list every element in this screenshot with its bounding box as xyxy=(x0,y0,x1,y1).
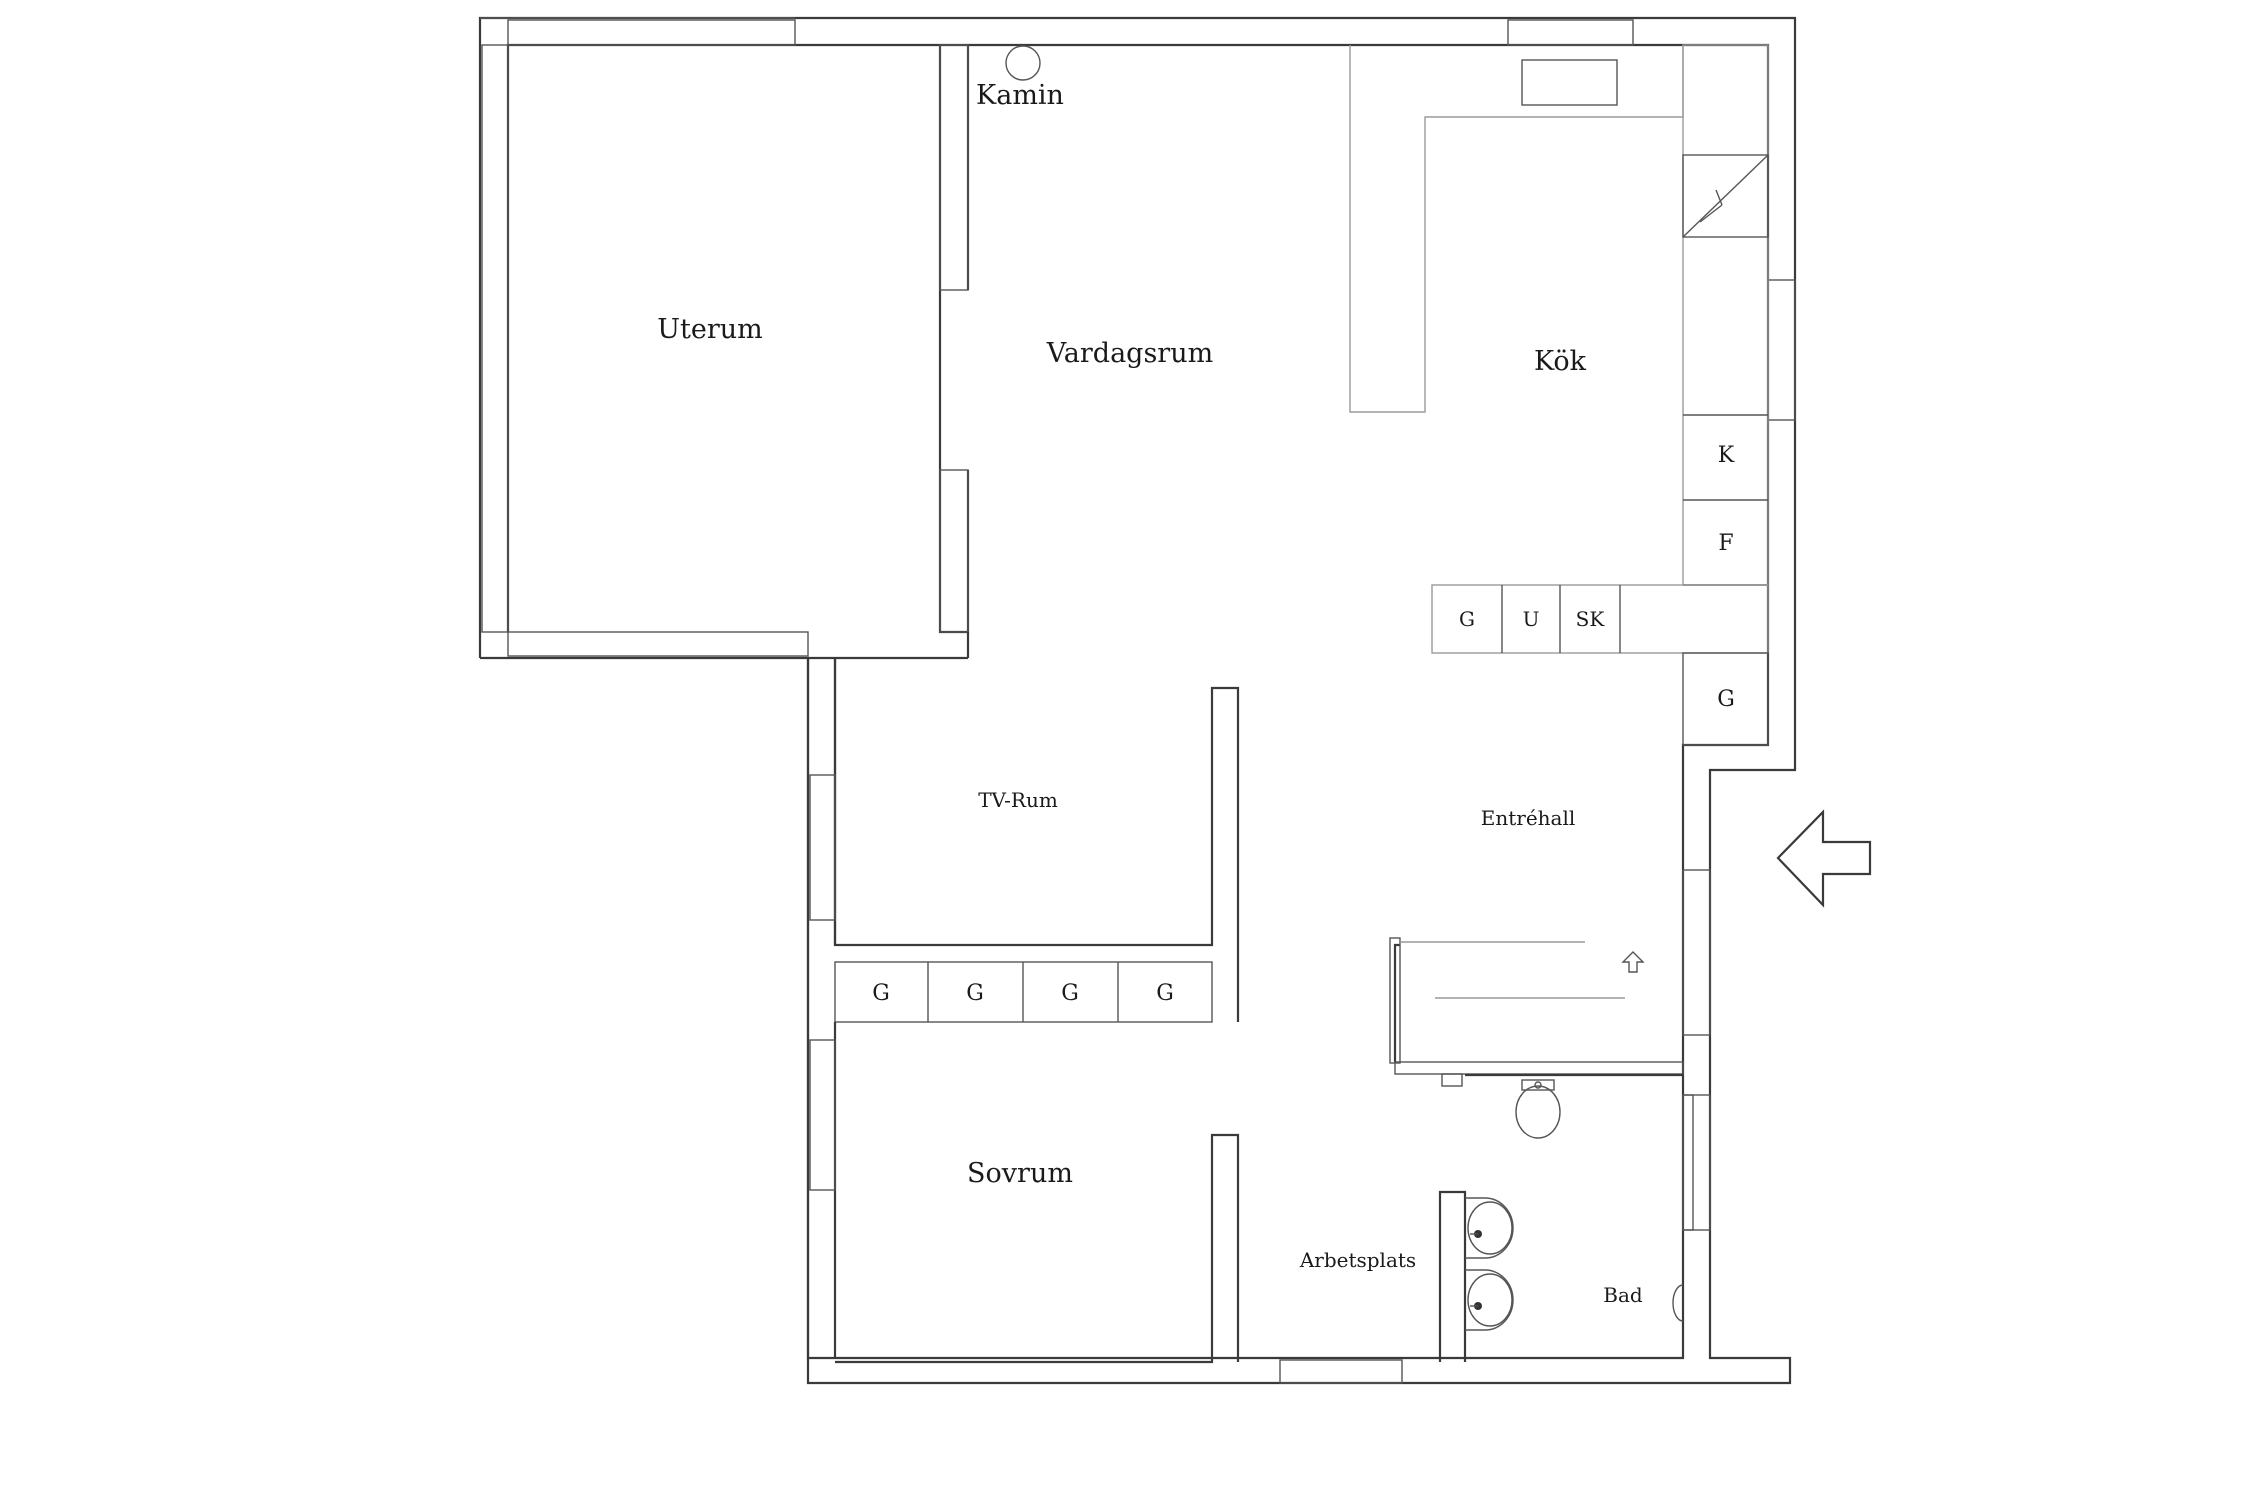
label-tv-rum: TV-Rum xyxy=(978,788,1058,812)
exterior-walls xyxy=(478,16,1797,1385)
entrance-arrow-icon xyxy=(1776,809,1872,908)
toilet-icon xyxy=(1515,1085,1561,1139)
label-bad: Bad xyxy=(1603,1283,1643,1307)
entrance-features xyxy=(1389,809,1872,1064)
label-wardrobe-4: G xyxy=(1156,981,1174,1006)
label-hall-g: G xyxy=(1717,687,1735,712)
label-arbetsplats: Arbetsplats xyxy=(1299,1248,1416,1272)
bathroom-fixtures xyxy=(1465,1079,1694,1331)
label-vardagsrum: Vardagsrum xyxy=(1046,338,1213,369)
label-kitchen-f: F xyxy=(1718,531,1733,556)
label-wardrobe-1: G xyxy=(872,981,890,1006)
label-wardrobe-3: G xyxy=(1061,981,1079,1006)
label-wardrobe-2: G xyxy=(966,981,984,1006)
label-uterum: Uterum xyxy=(657,314,762,345)
label-sovrum: Sovrum xyxy=(967,1158,1073,1189)
label-kitchen-k: K xyxy=(1718,443,1735,468)
label-entrehall: Entréhall xyxy=(1481,806,1576,830)
label-kamin: Kamin xyxy=(976,80,1064,111)
label-kok: Kök xyxy=(1534,346,1587,377)
kamin-stove xyxy=(1005,45,1041,81)
interior-walls xyxy=(808,44,1796,1384)
kitchen-fixtures xyxy=(1349,44,1769,746)
sink-icon xyxy=(1465,1269,1514,1331)
label-kitchen-u: U xyxy=(1523,607,1540,631)
sink-icon xyxy=(1465,1197,1514,1259)
label-kitchen-g: G xyxy=(1459,607,1475,631)
label-kitchen-sk: SK xyxy=(1576,607,1606,631)
